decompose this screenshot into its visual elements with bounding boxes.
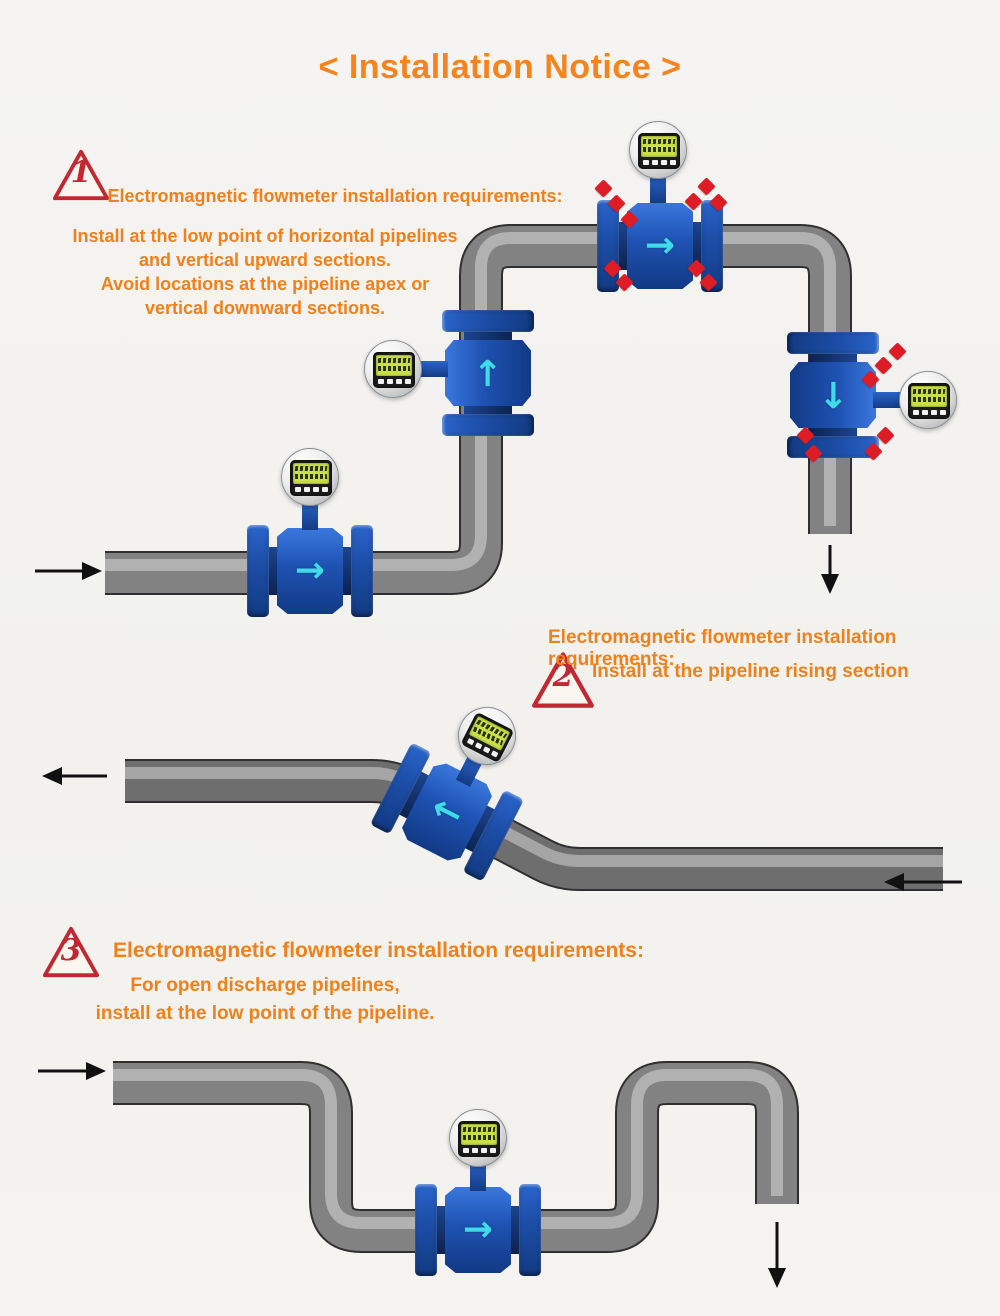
flowmeter-flange <box>415 1184 437 1276</box>
instruction-line: install at the low point of the pipeline… <box>95 1003 435 1024</box>
section3-heading: Electromagnetic flowmeter installation r… <box>113 939 644 962</box>
flowmeter-flange <box>351 525 373 617</box>
warning-triangle-icon <box>42 926 100 978</box>
flowmeter-flange <box>247 525 269 617</box>
flowmeter-flange <box>442 414 534 436</box>
section1-instructions: Install at the low point of horizontal p… <box>15 224 515 320</box>
flowmeter-flange <box>787 332 879 354</box>
display-bezel <box>629 121 687 179</box>
warning-triangle-3: 3 <box>42 924 100 980</box>
display-bezel <box>449 1109 507 1167</box>
flowmeter-neck <box>470 1161 486 1191</box>
flowmeter-display-head <box>447 696 527 787</box>
display-buttons <box>913 410 946 415</box>
instruction-line: vertical downward sections. <box>144 298 386 318</box>
display-screen <box>460 711 515 763</box>
section3-instructions: For open discharge pipelines, install at… <box>15 972 515 1028</box>
section2-heading: Electromagnetic flowmeter installation r… <box>548 627 897 670</box>
display-screen <box>638 133 680 169</box>
display-screen <box>908 383 950 419</box>
warning-triangle-1: 1 <box>52 146 110 204</box>
flowmeter-body: → <box>627 203 693 289</box>
flow-arrow-head <box>86 1062 106 1080</box>
flowmeter-body: → <box>445 340 531 406</box>
warning-triangle-icon <box>52 149 110 201</box>
flowmeter-pipe-assembly: → <box>442 310 534 436</box>
flow-arrow-head <box>884 873 904 891</box>
flow-direction-arrow-icon: → <box>644 225 676 266</box>
flowmeter-flange <box>701 200 723 292</box>
flowmeter-neck <box>302 500 318 530</box>
flowmeter-flange <box>597 200 619 292</box>
pipe <box>113 1063 797 1251</box>
instruction-line: For open discharge pipelines, <box>130 975 400 996</box>
flowmeter-neck <box>873 392 905 408</box>
flowmeter-pipe-assembly: → <box>415 1184 541 1276</box>
page-title: < Installation Notice > <box>318 48 682 86</box>
flowmeter-display-head <box>281 448 339 530</box>
display-bezel <box>447 696 527 776</box>
triangle-number: 1 <box>70 155 92 190</box>
flowmeter-neck <box>650 173 666 203</box>
red-cross-mark <box>594 179 613 198</box>
flow-direction-arrow-icon: → <box>462 1209 494 1250</box>
display-screen <box>290 460 332 496</box>
display-bezel <box>364 340 422 398</box>
triangle-number: 2 <box>552 659 574 694</box>
triangle-number: 3 <box>60 933 82 968</box>
warning-triangle-2: 2 <box>531 650 595 710</box>
display-buttons <box>295 487 328 492</box>
flowmeter-display-head <box>364 340 448 398</box>
flow-direction-arrow-icon: ← <box>424 786 470 837</box>
flowmeter-neck <box>416 361 448 377</box>
red-cross-mark <box>697 177 716 196</box>
display-bezel <box>899 371 957 429</box>
pipe-highlight <box>113 1069 783 1229</box>
display-buttons <box>378 379 411 384</box>
pipe <box>105 226 850 593</box>
lcd-readout <box>376 355 412 376</box>
flow-direction-arrow-icon: → <box>294 550 326 591</box>
section2-instructions: Install at the pipeline rising section <box>592 661 909 682</box>
flowmeter-pipe-assembly: → <box>597 200 723 292</box>
red-cross-mark <box>876 426 895 445</box>
red-cross-mark <box>888 342 907 361</box>
flow-direction-arrow-icon: → <box>813 379 854 411</box>
flowmeter-flange <box>519 1184 541 1276</box>
section1-heading: Electromagnetic flowmeter installation r… <box>107 186 563 206</box>
flow-arrow-head <box>42 767 62 785</box>
display-buttons <box>463 1148 496 1153</box>
flowmeter-display-head <box>629 121 687 203</box>
flow-arrow-head <box>768 1268 786 1288</box>
instruction-line: Install at the low point of horizontal p… <box>72 226 458 246</box>
lcd-readout <box>641 136 677 157</box>
flowmeter-body: → <box>277 528 343 614</box>
display-bezel <box>281 448 339 506</box>
flow-arrow-head <box>82 562 102 580</box>
display-buttons <box>643 160 676 165</box>
pipe-highlight <box>105 232 836 571</box>
flowmeter-display-head <box>449 1109 507 1191</box>
flowmeter-pipe-assembly: → <box>247 525 373 617</box>
instruction-line: Avoid locations at the pipeline apex or <box>100 274 430 294</box>
flowmeter-display-head <box>873 371 957 429</box>
lcd-readout <box>293 463 329 484</box>
display-screen <box>458 1121 500 1157</box>
flowmeter-body: → <box>445 1187 511 1273</box>
warning-triangle-icon <box>532 652 594 708</box>
flowmeter-body: → <box>790 362 876 428</box>
flow-arrow-head <box>821 574 839 594</box>
instruction-line: and vertical upward sections. <box>138 250 392 270</box>
display-screen <box>373 352 415 388</box>
lcd-readout <box>461 1124 497 1145</box>
flow-direction-arrow-icon: → <box>467 357 508 389</box>
lcd-readout <box>911 386 947 407</box>
